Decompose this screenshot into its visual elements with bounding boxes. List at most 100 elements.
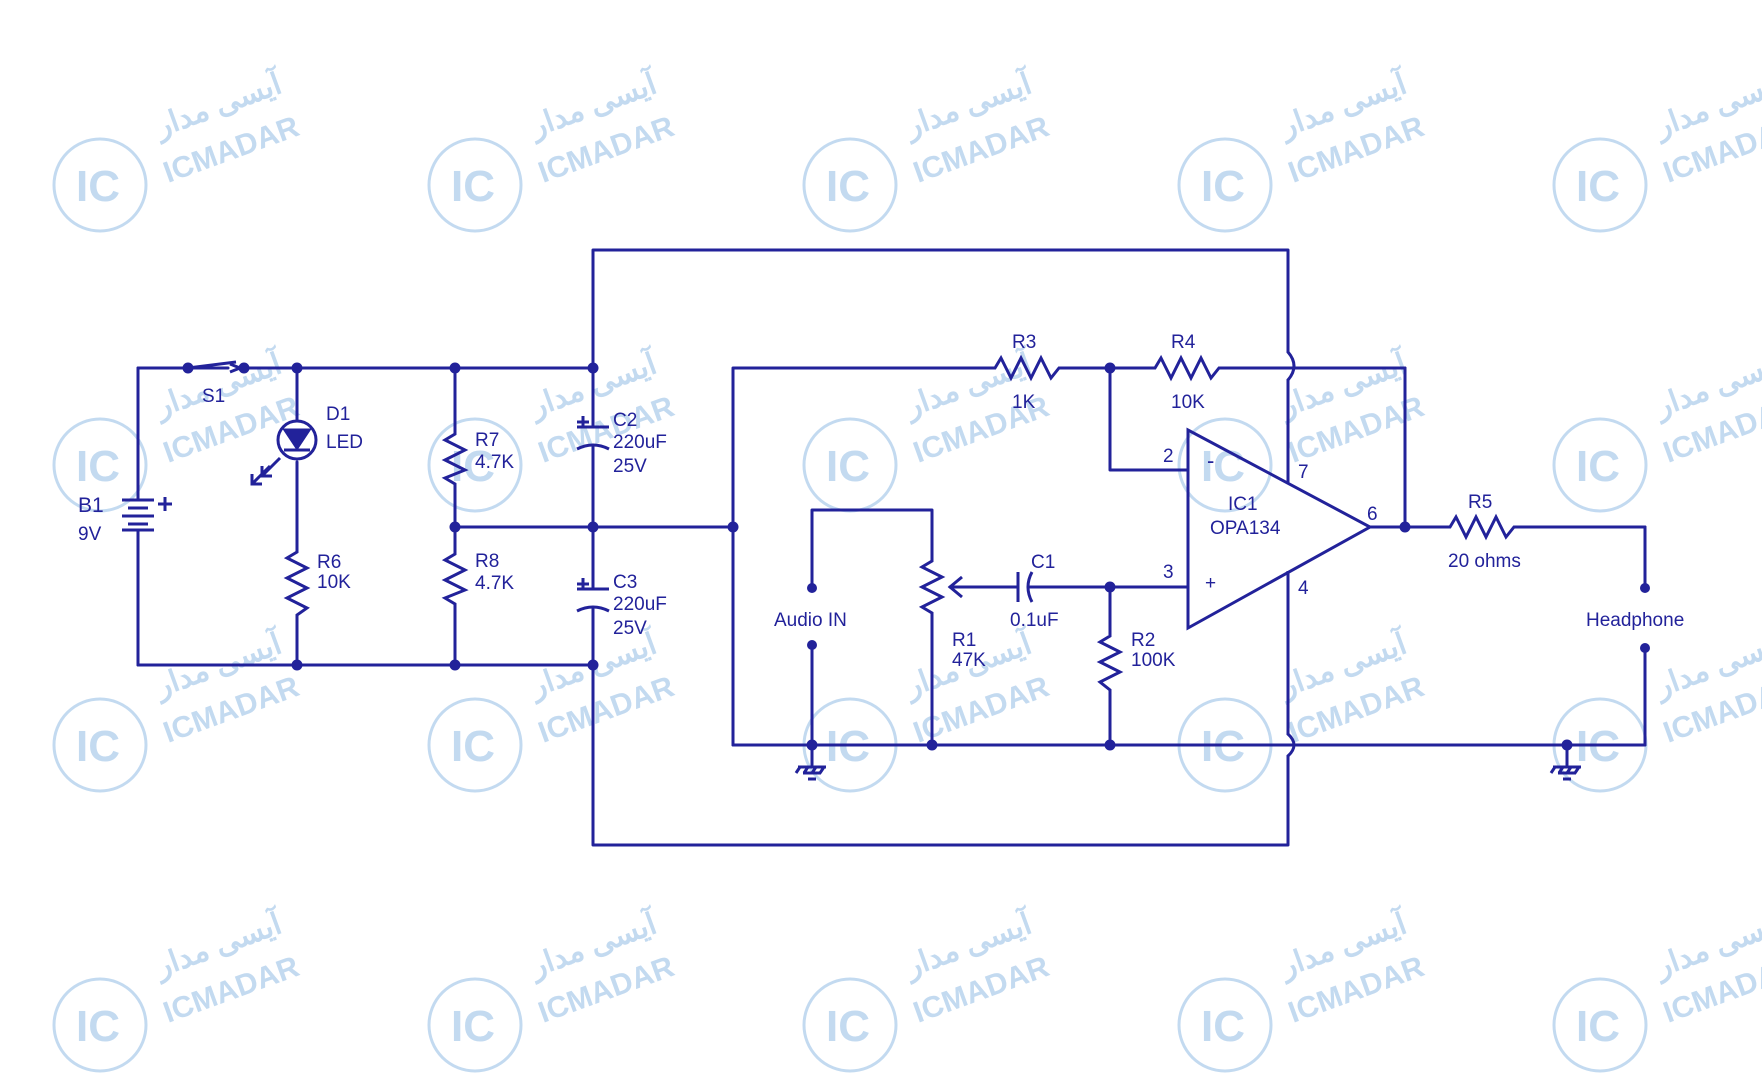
s1-ref: S1 xyxy=(202,386,225,407)
battery-b1 xyxy=(122,497,172,532)
watermark-logo-text: IC xyxy=(451,722,495,771)
r2-value: 100K xyxy=(1131,650,1176,671)
b1-value: 9V xyxy=(78,524,102,545)
watermark-logo-icon xyxy=(52,137,148,233)
resistor-r2 xyxy=(1096,630,1124,700)
ground-icon xyxy=(794,765,826,781)
resistor-r3 xyxy=(990,354,1070,382)
r1-ref: R1 xyxy=(952,630,976,651)
r1-wiper-arrow xyxy=(947,575,963,599)
watermark-logo-text: IC xyxy=(1576,162,1620,211)
d1-ref: D1 xyxy=(326,404,350,425)
resistor-r7 xyxy=(441,428,469,488)
ic1-inv-sign: - xyxy=(1207,448,1214,473)
capacitor-c2 xyxy=(576,416,610,451)
watermark-logo-text: IC xyxy=(826,1002,870,1051)
d1-value: LED xyxy=(326,432,363,453)
watermark-logo-icon xyxy=(52,417,148,513)
resistor-r4 xyxy=(1150,354,1230,382)
r6-value: 10K xyxy=(317,572,351,593)
ground-icon xyxy=(1549,765,1581,781)
watermark-logo-text: IC xyxy=(451,1002,495,1051)
c2-value: 220uF xyxy=(613,432,667,453)
watermark-logo-text: IC xyxy=(1201,162,1245,211)
watermark-logo-icon xyxy=(52,977,148,1073)
watermark-logo-icon xyxy=(427,977,523,1073)
watermark-logo-icon xyxy=(1177,137,1273,233)
r4-ref: R4 xyxy=(1171,332,1196,353)
resistor-r5 xyxy=(1445,513,1525,541)
watermark-logo-text: IC xyxy=(1576,442,1620,491)
ic1-pin-3: 3 xyxy=(1163,562,1174,583)
resistor-r6 xyxy=(283,545,311,625)
junction-dots xyxy=(182,362,1650,751)
opamp-ic1 xyxy=(1186,427,1374,631)
c1-value: 0.1uF xyxy=(1010,610,1059,631)
c3-voltage: 25V xyxy=(613,618,647,639)
c3-value: 220uF xyxy=(613,594,667,615)
c3-ref: C3 xyxy=(613,572,637,593)
watermark-logo-text: IC xyxy=(76,722,120,771)
watermark-logo-text: IC xyxy=(451,162,495,211)
watermark-logo-icon xyxy=(52,697,148,793)
audio-in-label: Audio IN xyxy=(774,610,847,631)
r6-ref: R6 xyxy=(317,552,341,573)
r3-value: 1K xyxy=(1012,392,1036,413)
r8-value: 4.7K xyxy=(475,573,514,594)
resistor-r8 xyxy=(441,548,469,608)
watermark-logo-text: IC xyxy=(76,162,120,211)
watermark-logo-icon xyxy=(427,137,523,233)
resistor-r1 xyxy=(918,555,946,625)
watermark-logo-text: IC xyxy=(1576,1002,1620,1051)
watermark-logo-icon xyxy=(427,417,523,513)
r7-ref: R7 xyxy=(475,430,499,451)
r2-ref: R2 xyxy=(1131,630,1155,651)
watermark-logo-text: IC xyxy=(826,162,870,211)
r3-ref: R3 xyxy=(1012,332,1036,353)
watermark-logo-icon xyxy=(1177,977,1273,1073)
ic1-pin-4: 4 xyxy=(1298,578,1309,599)
watermark-logo-icon xyxy=(802,977,898,1073)
r5-ref: R5 xyxy=(1468,492,1492,513)
capacitor-c3 xyxy=(576,578,610,613)
watermark-logo-text: IC xyxy=(76,1002,120,1051)
ic1-value: OPA134 xyxy=(1210,518,1281,539)
r8-ref: R8 xyxy=(475,551,499,572)
b1-ref: B1 xyxy=(78,494,104,517)
watermark-logo-icon xyxy=(802,137,898,233)
watermark-logo-icon xyxy=(1177,417,1273,513)
led-d1 xyxy=(250,419,318,486)
watermark-logo-icon xyxy=(1552,977,1648,1073)
c2-voltage: 25V xyxy=(613,456,647,477)
headphone-label: Headphone xyxy=(1586,610,1684,631)
ic1-pin-2: 2 xyxy=(1163,446,1174,467)
switch-s1 xyxy=(187,360,250,374)
wires xyxy=(136,248,1647,847)
watermark-logo-icon xyxy=(427,697,523,793)
watermark-logo-icon xyxy=(1552,417,1648,513)
ic1-pin-7: 7 xyxy=(1298,462,1309,483)
ic1-ref: IC1 xyxy=(1228,494,1258,515)
r5-value: 20 ohms xyxy=(1448,551,1521,572)
r7-value: 4.7K xyxy=(475,452,514,473)
c1-ref: C1 xyxy=(1031,552,1055,573)
c2-ref: C2 xyxy=(613,410,637,431)
watermark-logo-icon xyxy=(1552,137,1648,233)
